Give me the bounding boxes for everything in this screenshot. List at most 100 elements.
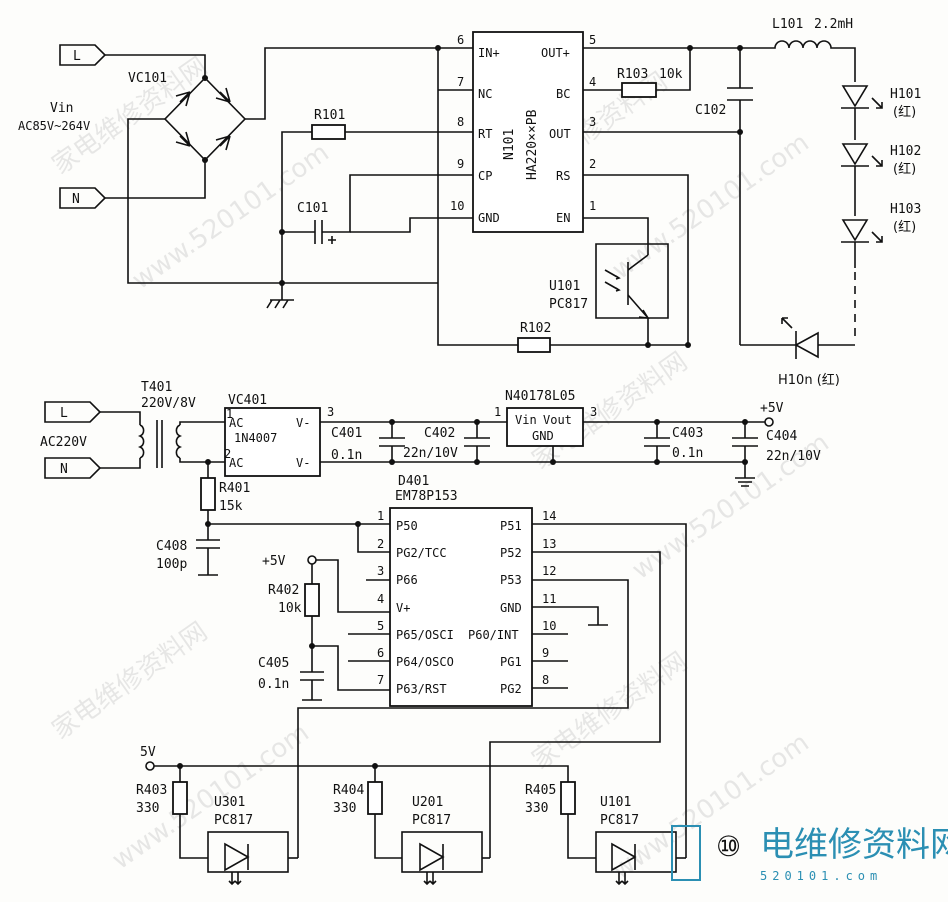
resistor-r102 — [517, 337, 551, 353]
svg-text:C403: C403 — [672, 426, 703, 441]
r103-label: R103 — [617, 67, 648, 82]
pin-in-plus: IN+ — [478, 46, 500, 60]
resistor-r402 — [304, 583, 320, 617]
capacitor-c101 — [314, 220, 323, 244]
transformer-t401 — [138, 420, 182, 468]
pin-bc: BC — [556, 87, 570, 101]
svg-text:10: 10 — [450, 199, 464, 213]
optocoupler-u301 — [207, 831, 289, 873]
ground-symbol — [266, 283, 294, 309]
h10n-label: H10n (红) — [778, 372, 840, 388]
svg-text:R404: R404 — [333, 783, 364, 798]
svg-text:PG1: PG1 — [500, 655, 522, 669]
vc401-ref: VC401 — [228, 393, 267, 408]
resistor-r405 — [560, 781, 576, 815]
bridge-ref: VC101 — [128, 71, 167, 86]
svg-text:6: 6 — [457, 33, 464, 47]
mcu-plus5v-terminal — [307, 555, 317, 565]
svg-text:PC817: PC817 — [214, 813, 253, 828]
svg-text:6: 6 — [377, 646, 384, 660]
svg-text:12: 12 — [542, 564, 556, 578]
svg-text:330: 330 — [333, 801, 356, 816]
svg-text:330: 330 — [525, 801, 548, 816]
svg-text:1: 1 — [589, 199, 596, 213]
ic-n101 — [472, 31, 584, 233]
svg-text:V-: V- — [296, 456, 310, 470]
svg-text:1: 1 — [494, 405, 501, 419]
ground-symbol — [735, 462, 755, 487]
svg-text:P60/INT: P60/INT — [468, 628, 519, 642]
led-h102 — [841, 143, 883, 167]
led-h103 — [841, 219, 883, 243]
svg-text:1: 1 — [226, 407, 233, 421]
h103-ref: H103 — [890, 202, 921, 217]
optocoupler-u101-transistor — [583, 217, 669, 345]
svg-text:GND: GND — [532, 429, 554, 443]
r103-value: 10k — [659, 67, 683, 82]
r102-label: R102 — [520, 321, 551, 336]
svg-text:Vout: Vout — [543, 413, 572, 427]
svg-text:V-: V- — [296, 416, 310, 430]
svg-text:P65/OSCI: P65/OSCI — [396, 628, 454, 642]
svg-text:P64/OSCO: P64/OSCO — [396, 655, 454, 669]
svg-text:3: 3 — [377, 564, 384, 578]
svg-text:R405: R405 — [525, 783, 556, 798]
svg-text:8: 8 — [542, 673, 549, 687]
capacitor-c405 — [300, 646, 324, 701]
svg-text:14: 14 — [542, 509, 556, 523]
c408-value: 100p — [156, 557, 187, 572]
r401-value: 15k — [219, 499, 243, 514]
mcu-em78p153 — [389, 507, 533, 707]
r402-value: 10k — [278, 601, 302, 616]
ic-n101-ref: N101 — [502, 129, 517, 160]
svg-text:P63/RST: P63/RST — [396, 682, 447, 696]
ps-n-label: N — [60, 462, 68, 477]
opto-section: 5V R403 330 U301 PC817 R404 330 U201 PC8… — [136, 745, 686, 886]
ps-l-label: L — [60, 406, 68, 421]
ac220v-label: AC220V — [40, 435, 87, 450]
t401-ref: T401 — [141, 380, 172, 395]
mcu-part: EM78P153 — [395, 489, 458, 504]
pin-cp: CP — [478, 169, 492, 183]
svg-text:10: 10 — [542, 619, 556, 633]
inductor-l101 — [740, 40, 856, 82]
resistor-r101 — [311, 124, 346, 140]
resistor-r401 — [200, 477, 216, 511]
mcu-plus5v-label: +5V — [262, 554, 286, 569]
plus5v-label: +5V — [760, 401, 784, 416]
svg-text:P66: P66 — [396, 573, 418, 587]
svg-text:1: 1 — [377, 509, 384, 523]
brand-name: 电维修资料网 — [760, 825, 948, 865]
r101-label: R101 — [314, 108, 345, 123]
capacitor-c408 — [196, 510, 220, 576]
ps-connector-l — [44, 401, 102, 423]
svg-text:13: 13 — [542, 537, 556, 551]
l101-value: 2.2mH — [814, 17, 853, 32]
h102-ref: H102 — [890, 144, 921, 159]
pin-out-plus: OUT+ — [541, 46, 570, 60]
watermark-layer: 家电维修资料网 www.520101.com 家电维修资料网 www.52010… — [47, 52, 835, 886]
c408-label: C408 — [156, 539, 187, 554]
optocoupler-u101 — [595, 831, 677, 873]
svg-text:9: 9 — [542, 646, 549, 660]
svg-text:7: 7 — [457, 75, 464, 89]
vin-range-label: AC85V~264V — [18, 119, 90, 133]
svg-text:3: 3 — [589, 115, 596, 129]
pin-rt: RT — [478, 127, 492, 141]
svg-text:22n/10V: 22n/10V — [403, 446, 458, 461]
c102-label: C102 — [695, 103, 726, 118]
brand-url: 520101.com — [760, 869, 882, 883]
svg-text:9: 9 — [457, 157, 464, 171]
svg-text:3: 3 — [590, 405, 597, 419]
pin-out: OUT — [549, 127, 571, 141]
svg-text:R403: R403 — [136, 783, 167, 798]
mcu-ref: D401 — [398, 474, 429, 489]
bridge-vc401 — [224, 407, 321, 477]
watermark-text: 家电维修资料网 — [47, 617, 213, 746]
svg-text:7: 7 — [377, 673, 384, 687]
capacitor-c403 — [644, 422, 670, 462]
input-n-label: N — [72, 192, 80, 207]
c405-label: C405 — [258, 656, 289, 671]
svg-text:PG2/TCC: PG2/TCC — [396, 546, 447, 560]
optocoupler-u201 — [401, 831, 483, 873]
